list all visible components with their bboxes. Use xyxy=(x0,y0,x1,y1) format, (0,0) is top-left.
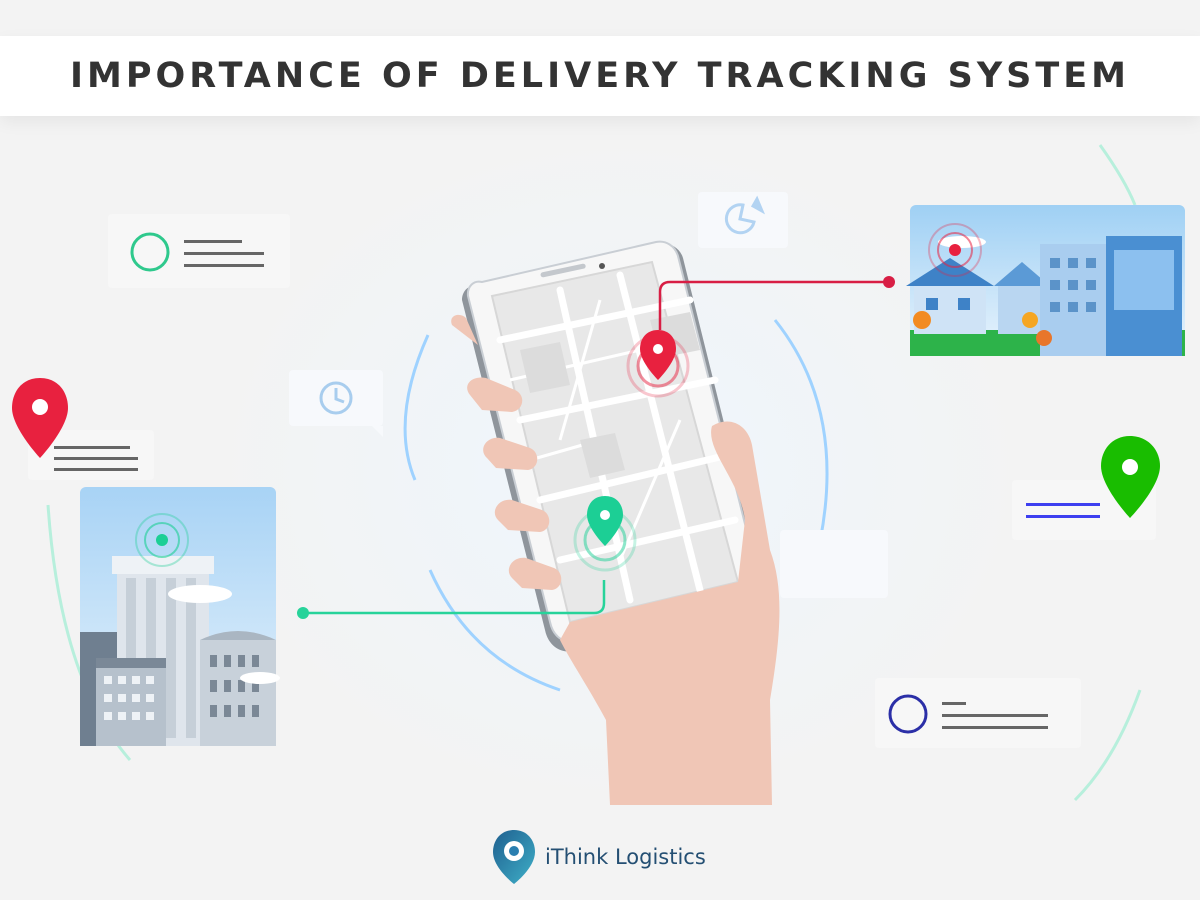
info-card-bottom-right xyxy=(875,678,1081,748)
signal-rings-teal xyxy=(135,513,189,567)
map-pin-teal xyxy=(573,496,637,572)
chart-card xyxy=(698,192,788,248)
signal-rings-red xyxy=(928,223,982,277)
city-buildings-scene xyxy=(80,487,280,746)
red-location-card xyxy=(12,378,154,480)
brand-logo: iThink Logistics xyxy=(491,826,706,888)
arc-right-top xyxy=(1098,144,1137,206)
title-bar: IMPORTANCE OF DELIVERY TRACKING SYSTEM xyxy=(0,36,1200,116)
brand-name: iThink Logistics xyxy=(545,845,706,869)
status-circle-icon-2 xyxy=(888,694,928,734)
map-pin-red xyxy=(626,330,690,398)
location-pin-icon-green xyxy=(1101,436,1160,518)
hand xyxy=(451,314,780,805)
ring-left-arc xyxy=(403,334,430,481)
page-title: IMPORTANCE OF DELIVERY TRACKING SYSTEM xyxy=(70,56,1130,96)
location-pin-icon-red xyxy=(12,378,68,458)
houses-scene xyxy=(906,205,1185,356)
info-card-top-left xyxy=(108,214,290,288)
green-location-card xyxy=(1012,436,1160,540)
ring-bottom-arc xyxy=(428,569,561,692)
route-line-teal xyxy=(297,580,606,619)
map-screen xyxy=(490,260,740,624)
smartphone xyxy=(462,240,764,652)
chart-icon xyxy=(724,195,766,235)
clock-icon xyxy=(319,381,353,415)
arc-right-bottom xyxy=(1073,689,1142,802)
clock-card xyxy=(289,370,383,437)
status-circle-icon xyxy=(130,232,170,272)
logo-pin-icon xyxy=(493,830,535,884)
blank-card xyxy=(780,530,888,598)
route-line-red xyxy=(658,276,895,330)
